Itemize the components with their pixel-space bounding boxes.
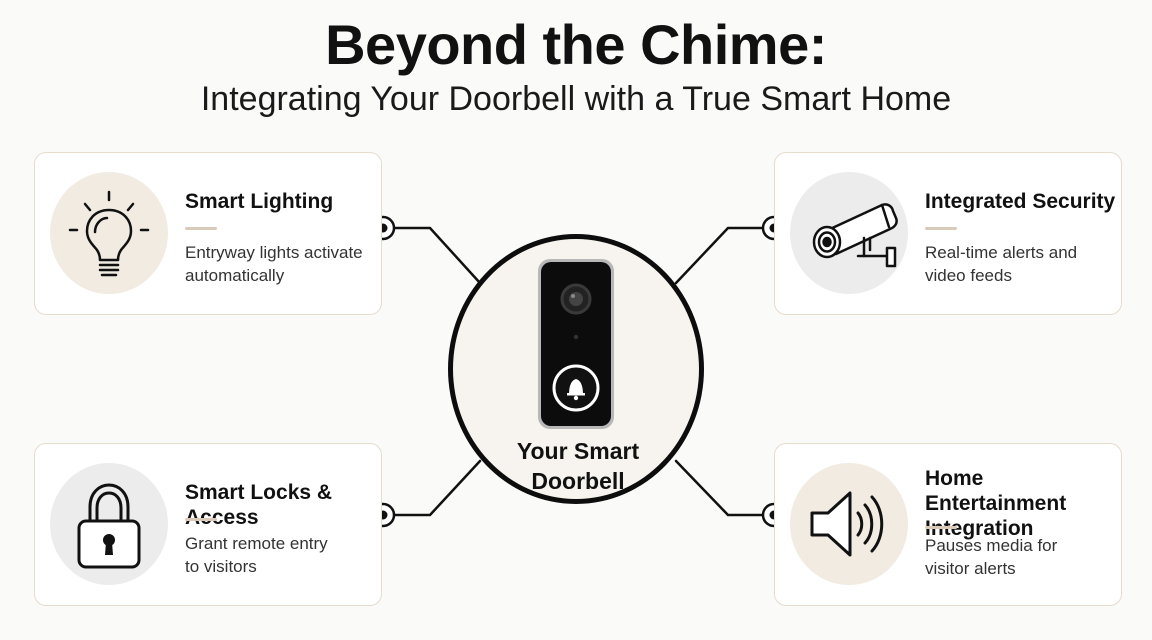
desc-line: Entryway lights activate (185, 243, 363, 262)
connector-locks (382, 459, 482, 517)
card-desc-lighting: Entryway lights activate automatically (185, 241, 375, 287)
accent-rule (185, 227, 217, 230)
desc-line: Real-time alerts and (925, 243, 1078, 262)
card-desc-security: Real-time alerts and video feeds (925, 241, 1115, 287)
title-line: Integration (925, 517, 1034, 540)
desc-line: automatically (185, 266, 285, 285)
desc-line: Grant remote entry (185, 534, 328, 553)
speaker-icon-circle (790, 463, 908, 585)
title-line: Home Entertainment (925, 467, 1067, 515)
security-camera-icon-circle (790, 172, 908, 294)
video-doorbell-icon (538, 259, 614, 429)
card-desc-locks: Grant remote entry to visitors (185, 532, 375, 578)
card-title-entertainment: Home Entertainment Integration (925, 466, 1120, 541)
lightbulb-icon-circle (50, 172, 168, 294)
connector-security (674, 226, 776, 285)
accent-rule (925, 526, 957, 529)
hub-label-line2: Doorbell (531, 468, 625, 494)
card-title-security: Integrated Security (925, 190, 1116, 213)
hub-label-line1: Your Smart (516, 438, 640, 464)
desc-line: Pauses media for (925, 536, 1058, 555)
desc-line: to visitors (185, 557, 257, 576)
padlock-icon (77, 483, 141, 569)
speaker-icon (810, 491, 884, 557)
page-subtitle: Integrating Your Doorbell with a True Sm… (200, 80, 952, 118)
accent-rule (185, 518, 217, 521)
card-title-lighting: Smart Lighting (185, 190, 334, 213)
desc-line: video feeds (925, 266, 1012, 285)
card-smart-locks: Smart Locks & Access Grant remote entry … (34, 443, 382, 606)
padlock-icon-circle (50, 463, 168, 585)
hub-label: Your Smart Doorbell (470, 436, 686, 496)
connector-lighting (382, 226, 482, 285)
lightbulb-icon (68, 190, 150, 277)
card-integrated-security: Integrated Security Real-time alerts and… (774, 152, 1122, 315)
card-smart-lighting: Smart Lighting Entryway lights activate … (34, 152, 382, 315)
accent-rule (925, 227, 957, 230)
connector-entertainment (674, 459, 776, 517)
card-desc-entertainment: Pauses media for visitor alerts (925, 534, 1115, 580)
security-camera-icon (812, 203, 898, 268)
card-home-entertainment: Home Entertainment Integration Pauses me… (774, 443, 1122, 606)
desc-line: visitor alerts (925, 559, 1016, 578)
page-title: Beyond the Chime: (325, 13, 827, 76)
card-title-locks: Smart Locks & Access (185, 481, 333, 529)
